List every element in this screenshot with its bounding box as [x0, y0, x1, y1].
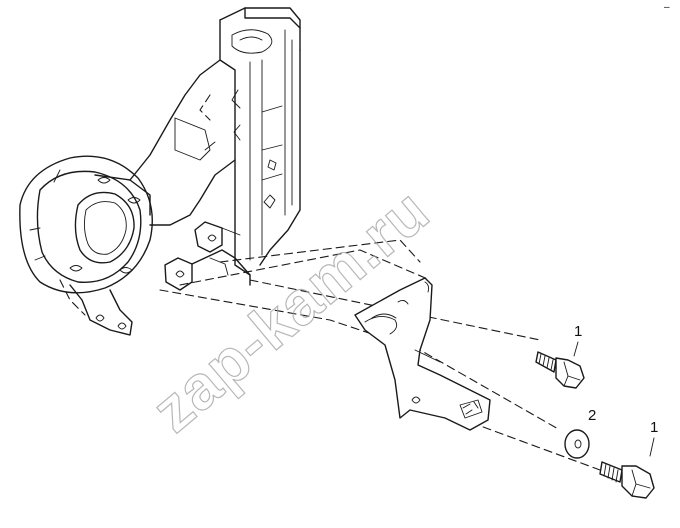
- corner-mark: –: [664, 2, 670, 13]
- steering-knuckle-housing: [19, 7, 301, 336]
- callout-bolt-upper: 1: [574, 323, 582, 340]
- mounting-bracket: [354, 277, 491, 431]
- bolt-lower: 1: [599, 419, 658, 499]
- bolt-upper: 1: [535, 323, 585, 389]
- callout-bolt-lower: 1: [650, 419, 658, 436]
- callout-washer: 2: [588, 407, 596, 424]
- washer: 2: [564, 407, 596, 459]
